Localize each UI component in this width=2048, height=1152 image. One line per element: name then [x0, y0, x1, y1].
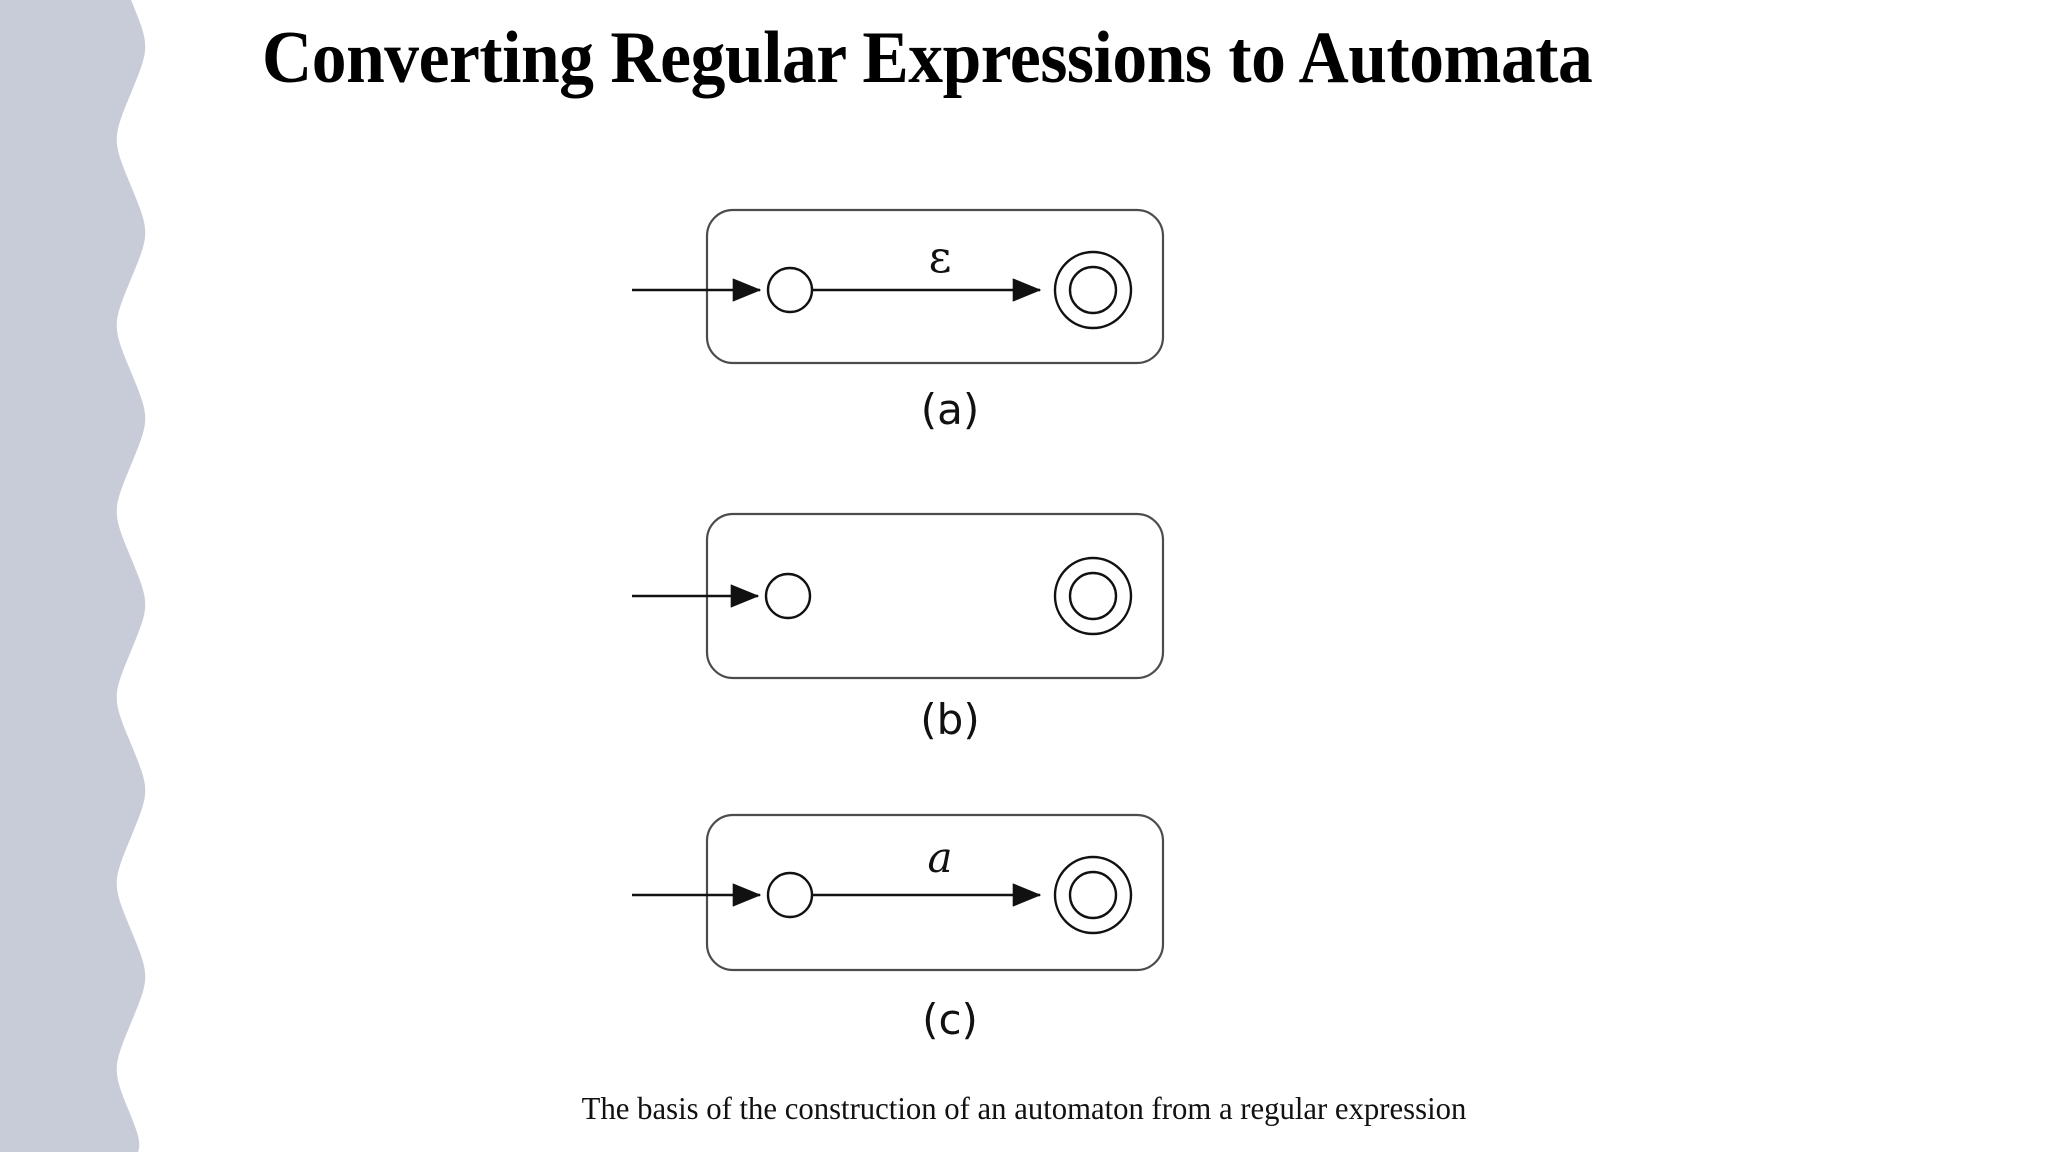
- figure-caption: The basis of the construction of an auto…: [581, 1090, 1467, 1126]
- wavy-band-shape: [0, 0, 146, 1152]
- panel-b-label: (b): [920, 695, 980, 744]
- panel-a-box: [705, 208, 1165, 365]
- panel-c-accept-state-inner: [1068, 870, 1118, 920]
- panel-a-label: (a): [920, 385, 980, 434]
- panel-a-accept-state-inner: [1068, 265, 1118, 315]
- panel-b-accept-state-outer: [1053, 556, 1133, 636]
- panel-a-edge-label: ε: [928, 232, 952, 283]
- panel-b-group: [632, 512, 1165, 680]
- panel-b-accept-state-inner: [1068, 571, 1118, 621]
- panel-c-start-state: [766, 871, 814, 919]
- panel-c-accept-state-outer: [1053, 855, 1133, 935]
- panel-c-group: [632, 813, 1165, 972]
- panel-c-box: [705, 813, 1165, 972]
- panel-c-label: (c): [922, 995, 978, 1044]
- panel-a-start-state: [766, 266, 814, 314]
- panel-b-box: [705, 512, 1165, 680]
- panel-a-group: [632, 208, 1165, 365]
- panel-c-edge-label: a: [927, 833, 953, 882]
- wavy-sidebar-decoration: [0, 0, 146, 1152]
- page-title: Converting Regular Expressions to Automa…: [262, 17, 1593, 99]
- panel-a-accept-state-outer: [1053, 250, 1133, 330]
- panel-b-start-state: [764, 572, 812, 620]
